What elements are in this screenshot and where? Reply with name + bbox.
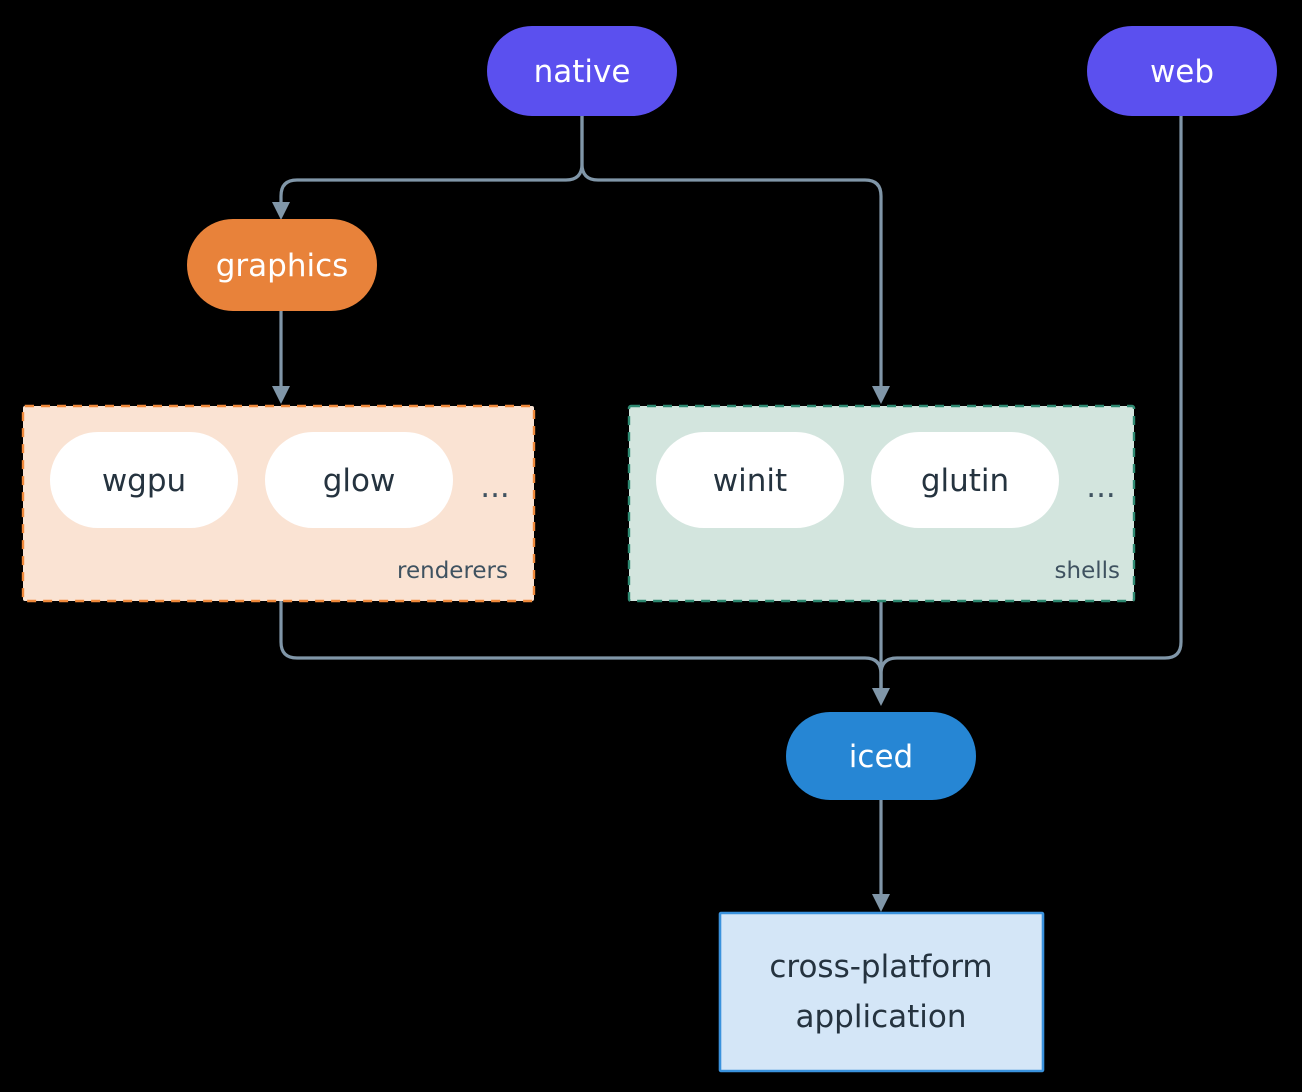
arrowhead-iced-application [872, 894, 890, 912]
node-native[interactable]: native [487, 26, 677, 116]
node-web-label: web [1150, 54, 1214, 90]
edge-native-to-shells [580, 116, 883, 387]
node-graphics[interactable]: graphics [187, 219, 377, 311]
node-web[interactable]: web [1087, 26, 1277, 116]
shells-group-caption: shells [1055, 558, 1120, 584]
shells-ellipsis: ... [1086, 469, 1116, 505]
node-application[interactable]: cross-platform application [718, 911, 1045, 1073]
node-iced-shape[interactable] [786, 712, 976, 800]
node-web-shape[interactable] [1087, 26, 1277, 116]
node-graphics-shape[interactable] [187, 219, 377, 311]
renderers-item-wgpu-label: wgpu [102, 463, 186, 499]
edge-layer [272, 116, 1183, 912]
node-application-label-line2: application [796, 999, 967, 1035]
arrowhead-graphics-renderers [272, 386, 290, 404]
renderers-item-glow[interactable] [265, 432, 453, 528]
node-iced-label: iced [849, 739, 913, 775]
renderers-group-caption: renderers [397, 558, 508, 584]
shells-item-winit[interactable] [656, 432, 844, 528]
renderers-item-wgpu[interactable] [50, 432, 238, 528]
node-iced[interactable]: iced [786, 712, 976, 800]
node-graphics-label: graphics [216, 248, 349, 284]
shells-item-glutin-label: glutin [921, 463, 1009, 499]
node-native-shape[interactable] [487, 26, 677, 116]
shells-item-glutin[interactable] [871, 432, 1059, 528]
arrowhead-merge-iced [872, 688, 890, 706]
arrowhead-native-shells [872, 386, 890, 404]
node-native-label: native [534, 54, 631, 90]
group-shells: winit glutin ... shells [627, 404, 1136, 603]
node-application-shape[interactable] [718, 911, 1045, 1073]
shells-item-winit-label: winit [713, 463, 787, 499]
edge-native-to-graphics [279, 116, 584, 204]
node-application-label-line1: cross-platform [769, 949, 992, 985]
group-renderers: wgpu glow ... renderers [21, 404, 536, 603]
edge-renderers-to-iced [279, 601, 883, 688]
renderers-ellipsis: ... [480, 469, 510, 505]
edge-web-to-iced [879, 116, 1183, 688]
renderers-item-glow-label: glow [323, 463, 396, 499]
arrowhead-native-graphics [272, 202, 290, 220]
